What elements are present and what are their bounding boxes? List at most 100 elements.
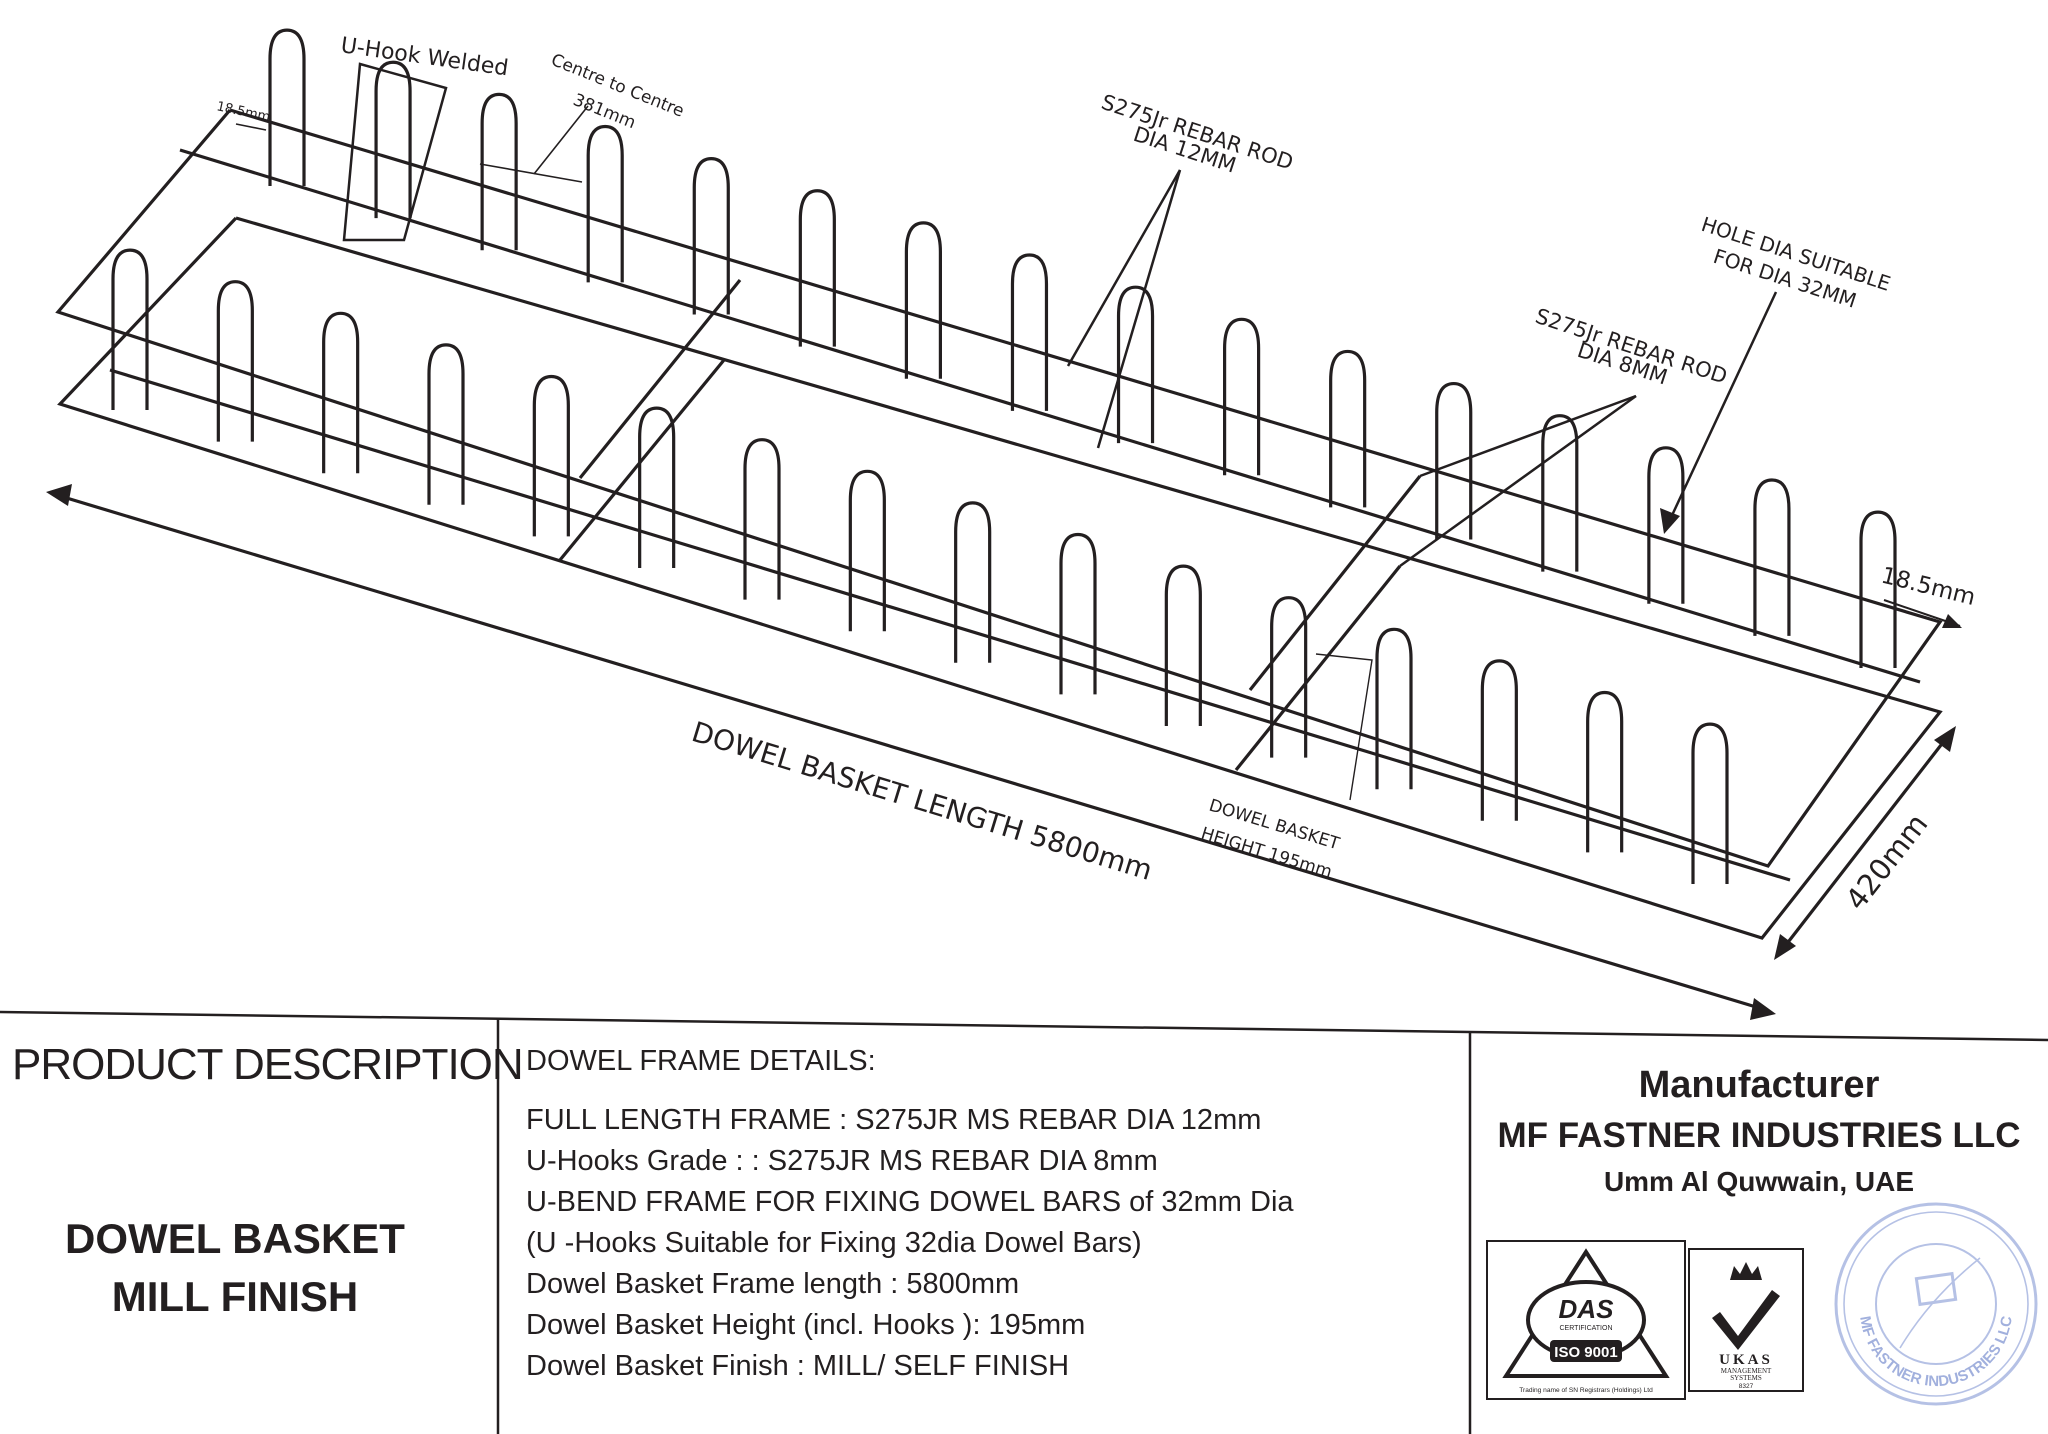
ukas-number: 8327	[1739, 1383, 1754, 1390]
back-u-hook-14	[1647, 446, 1685, 604]
back-frame-outline	[55, 108, 1943, 868]
basket-length-label: DOWEL BASKET LENGTH 5800mm	[688, 715, 1156, 887]
detail-line: Dowel Basket Frame length : 5800mm	[526, 1268, 1020, 1300]
cross-rod-left-1	[578, 278, 742, 480]
detail-line: Dowel Basket Height (incl. Hooks ): 195m…	[526, 1309, 1086, 1341]
rebar12-leader-1	[1066, 169, 1182, 367]
hook-width-left-arrow	[235, 123, 267, 131]
cross-rod-right-2	[1234, 564, 1402, 772]
title-block-top-rule-right	[1469, 1030, 2048, 1042]
detail-line: Dowel Basket Finish : MILL/ SELF FINISH	[526, 1350, 1070, 1382]
back-u-hook-2	[374, 60, 412, 219]
back-u-hook-15	[1753, 478, 1791, 636]
detail-line: U-Hooks Grade : : S275JR MS REBAR DIA 8m…	[526, 1145, 1158, 1177]
hook-right-arrowhead	[1942, 614, 1962, 628]
front-u-hook-2	[216, 280, 254, 442]
detail-line: FULL LENGTH FRAME : S275JR MS REBAR DIA …	[526, 1104, 1262, 1136]
product-name-line1: DOWEL BASKET	[65, 1215, 405, 1262]
diagram-labels: U-Hook Welded 18.5mm Centre to Centre 38…	[215, 33, 1978, 916]
back-u-hook-10	[1223, 317, 1261, 476]
hole-dia-arrowhead	[1660, 508, 1680, 534]
back-u-hook-3	[480, 92, 518, 251]
back-u-hook-9	[1116, 285, 1155, 444]
back-u-hook-4	[586, 124, 624, 283]
hook-width-left-label: 18.5mm	[215, 99, 271, 125]
cross-rod-right-1	[1248, 475, 1422, 691]
product-description-heading: PRODUCT DESCRIPTION	[12, 1040, 524, 1089]
hole-dia-leader	[1666, 291, 1778, 525]
cross-rod-left-2	[558, 358, 726, 562]
das-caption: Trading name of SN Registrars (Holdings)…	[1519, 1387, 1653, 1394]
das-subtitle: CERTIFICATION	[1559, 1325, 1612, 1332]
front-u-hook-1	[111, 248, 149, 410]
front-inner-rail	[109, 368, 1791, 882]
front-u-hook-12	[1270, 596, 1308, 758]
manufacturer-block: Manufacturer MF FASTNER INDUSTRIES LLC U…	[1470, 1060, 2048, 1202]
ukas-sub-line1: MANAGEMENT	[1721, 1367, 1772, 1375]
length-dimension-line	[59, 494, 1767, 1012]
front-u-hook-10	[1059, 532, 1097, 695]
ukas-wordmark: UKAS	[1719, 1352, 1773, 1368]
front-u-hook-9	[954, 501, 992, 663]
basket-height-dimension	[1315, 653, 1373, 801]
annotations	[59, 62, 1961, 1012]
manufacturer-label: Manufacturer	[1638, 1064, 1880, 1106]
length-arrow-left	[46, 484, 72, 506]
front-u-hook-5	[532, 374, 570, 537]
width-dimension-line	[1780, 735, 1950, 951]
front-u-hooks	[111, 248, 1729, 884]
front-u-hook-6	[638, 406, 676, 568]
back-u-hook-7	[904, 221, 942, 379]
das-iso9001-logo: DAS CERTIFICATION ISO 9001 Trading name …	[1486, 1240, 1686, 1400]
title-block-rules	[0, 1010, 2048, 1434]
manufacturer-name: MF FASTNER INDUSTRIES LLC	[1497, 1116, 2021, 1155]
back-u-hook-8	[1010, 253, 1049, 411]
company-seal-stamp: MF FASTNER INDUSTRIES LLC	[1834, 1202, 2038, 1406]
ukas-logo: UKAS MANAGEMENT SYSTEMS 8327	[1688, 1248, 1804, 1392]
front-u-hook-15	[1586, 690, 1624, 853]
ukas-logo-graphic: UKAS MANAGEMENT SYSTEMS 8327	[1712, 1262, 1780, 1390]
front-u-hook-11	[1164, 564, 1202, 726]
detail-line: U-BEND FRAME FOR FIXING DOWEL BARS of 32…	[526, 1186, 1294, 1218]
detail-line: (U -Hooks Suitable for Fixing 32dia Dowe…	[526, 1227, 1142, 1259]
front-frame-outline	[57, 216, 1943, 940]
ukas-sub-line2: SYSTEMS	[1730, 1374, 1762, 1382]
back-u-hook-12	[1435, 381, 1473, 540]
product-name: DOWEL BASKET MILL FINISH	[0, 1210, 470, 1326]
das-iso-badge: ISO 9001	[1554, 1344, 1617, 1361]
front-u-hook-14	[1480, 659, 1518, 821]
back-u-hook-5	[692, 157, 730, 315]
centre-to-centre-arrow	[479, 163, 583, 183]
dowel-frame-details-heading: DOWEL FRAME DETAILS:	[526, 1045, 876, 1077]
back-inner-rail	[179, 148, 1921, 684]
front-u-hook-3	[322, 311, 360, 474]
dowel-frame-details-list: FULL LENGTH FRAME : S275JR MS REBAR DIA …	[526, 1100, 1294, 1387]
back-u-hook-13	[1541, 414, 1579, 572]
das-wordmark: DAS	[1559, 1294, 1615, 1324]
basket-frame	[55, 108, 1943, 940]
front-u-hook-4	[427, 343, 465, 505]
rebar8-leader-1	[1419, 394, 1637, 478]
length-arrow-right	[1750, 998, 1776, 1020]
centre-to-centre-leader	[533, 105, 589, 175]
front-u-hook-8	[848, 469, 886, 632]
arrowheads	[46, 484, 1962, 1020]
front-u-hook-7	[743, 438, 781, 600]
checkmark-icon	[1712, 1290, 1780, 1350]
front-u-hook-13	[1375, 627, 1413, 790]
back-u-hook-6	[798, 189, 836, 347]
back-u-hook-1	[268, 28, 306, 186]
manufacturer-location: Umm Al Quwwain, UAE	[1603, 1166, 1915, 1197]
u-hook-welded-label: U-Hook Welded	[339, 33, 510, 81]
rebar8-leader-2	[1399, 394, 1637, 568]
back-u-hook-16	[1859, 510, 1897, 668]
width-arrow-top	[1934, 726, 1956, 752]
crown-icon	[1730, 1262, 1762, 1280]
width-arrow-bottom	[1774, 934, 1796, 960]
product-name-line2: MILL FINISH	[111, 1273, 359, 1320]
back-u-hook-11	[1329, 349, 1367, 508]
u-hook-callout-box	[342, 62, 448, 242]
title-block-top-rule-left	[0, 1010, 1471, 1034]
back-u-hooks	[268, 28, 1897, 668]
